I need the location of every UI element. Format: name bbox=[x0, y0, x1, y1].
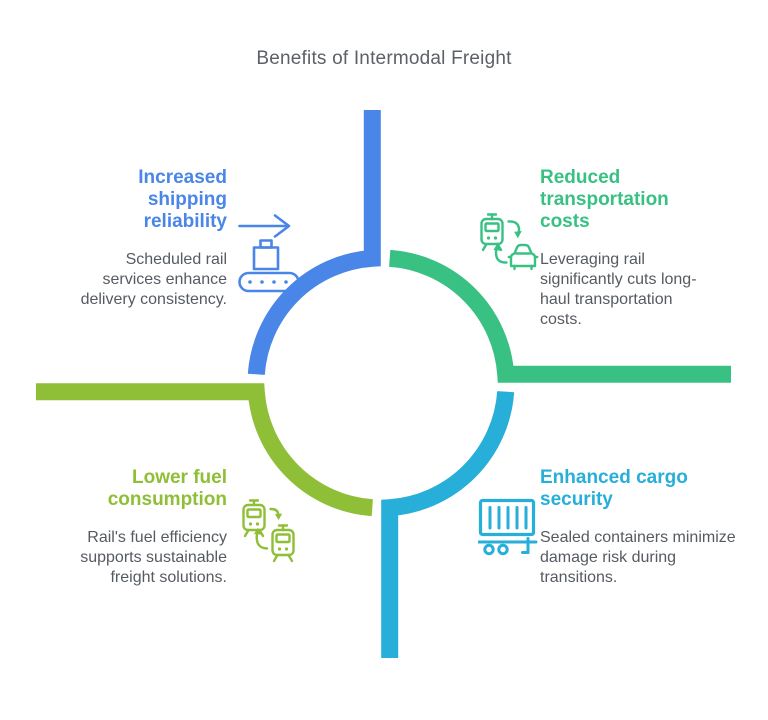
quadrant-heading: Lower fuel consumption bbox=[107, 467, 227, 510]
shipping-container-trailer-icon bbox=[478, 498, 538, 556]
quadrant-increased-shipping-reliability: Increased shipping reliability Scheduled… bbox=[17, 167, 227, 310]
train-to-train-transfer-icon bbox=[242, 499, 295, 563]
green-arc-segment bbox=[388, 249, 731, 383]
quadrant-heading: Reduced transportation costs bbox=[540, 167, 669, 232]
quadrant-lower-fuel-consumption: Lower fuel consumption Rail's fuel effic… bbox=[17, 467, 227, 588]
quadrant-enhanced-cargo-security: Enhanced cargo security Sealed container… bbox=[540, 467, 755, 588]
quadrant-description: Rail's fuel efficiency supports sustaina… bbox=[80, 529, 227, 586]
quadrant-description: Leveraging rail significantly cuts long-… bbox=[540, 251, 697, 328]
quadrant-heading: Enhanced cargo security bbox=[540, 467, 688, 510]
olive-arc-segment bbox=[36, 383, 374, 517]
train-truck-transfer-icon bbox=[480, 213, 539, 271]
page-title: Benefits of Intermodal Freight bbox=[256, 48, 512, 69]
quadrant-heading: Increased shipping reliability bbox=[138, 167, 227, 232]
quadrant-reduced-transportation-costs: Reduced transportation costs Leveraging … bbox=[540, 167, 730, 330]
cyan-arc-segment bbox=[381, 390, 515, 658]
conveyor-belt-arrow-icon bbox=[238, 214, 300, 293]
quadrant-description: Sealed containers minimize damage risk d… bbox=[540, 529, 736, 586]
quadrant-description: Scheduled rail services enhance delivery… bbox=[80, 251, 227, 308]
blue-arc-segment bbox=[247, 110, 381, 376]
